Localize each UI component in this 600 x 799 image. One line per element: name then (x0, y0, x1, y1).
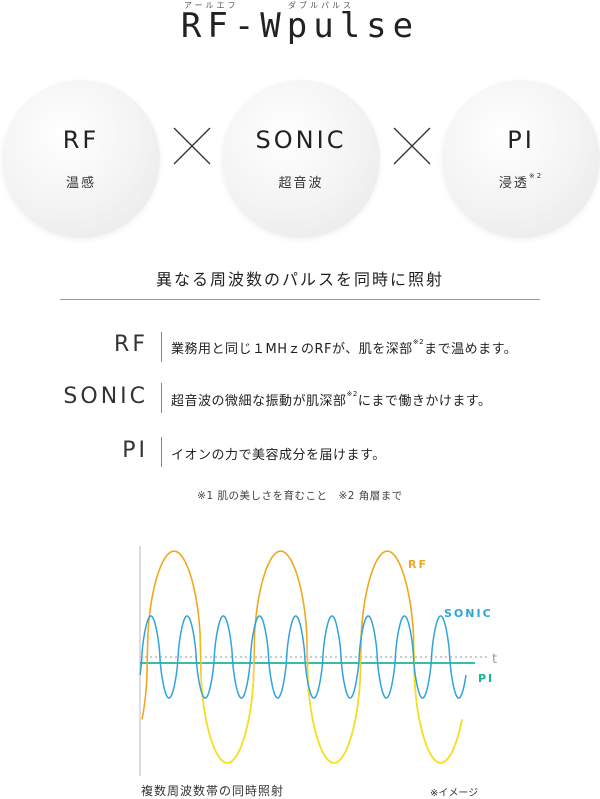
row-label-rf: RF (114, 332, 148, 357)
x-axis-label: t (492, 652, 497, 667)
circle-sonic-subtitle: 超音波 (278, 176, 324, 191)
series-sonic-wave (139, 615, 467, 699)
waveform-chart: t RF SONIC PI (139, 546, 497, 776)
legend-pi: PI (478, 672, 494, 685)
row-label-sonic: SONIC (63, 384, 148, 409)
multiply-icon (393, 127, 431, 165)
circle-sonic-name: SONIC (255, 126, 347, 154)
circle-rf-name: RF (62, 126, 100, 154)
chart-caption: 複数周波数帯の同時照射 (141, 784, 285, 798)
row-text-sonic: 超音波の微細な振動が肌深部※2にまで働きかけます。 (171, 390, 492, 409)
circle-rf: RF 温感 (2, 80, 160, 238)
ruby-wpulse: ダブルパルス (288, 1, 354, 10)
series-rf-wave (141, 550, 463, 764)
footnote: ※1 肌の美しさを育むこと ※2 角層まで (197, 490, 403, 502)
circle-pi: PI 浸透※2 (442, 80, 600, 238)
row-text-rf: 業務用と同じ１MHｚのRFが、肌を深部※2まで温めます。 (171, 338, 518, 357)
row-text-pi: イオンの力で美容成分を届けます。 (171, 448, 386, 463)
row-divider (161, 332, 162, 362)
note-mark: ※2 (528, 172, 544, 180)
image-note: ※イメージ (430, 788, 479, 799)
page-title: RF-Wpulse (180, 6, 420, 46)
row-label-pi: PI (122, 438, 148, 463)
multiply-icon (173, 127, 211, 165)
legend-sonic: SONIC (444, 607, 493, 620)
circle-pi-subtitle: 浸透※2 (498, 172, 544, 191)
circle-rf-subtitle: 温感 (65, 176, 96, 191)
row-divider (161, 383, 162, 413)
ruby-rf: アールエフ (184, 1, 239, 10)
circle-pi-name: PI (507, 126, 535, 154)
divider (60, 299, 540, 300)
circle-sonic: SONIC 超音波 (222, 80, 380, 238)
section-heading: 異なる周波数のパルスを同時に照射 (155, 270, 444, 289)
legend-rf: RF (408, 558, 428, 571)
row-divider (161, 437, 162, 467)
